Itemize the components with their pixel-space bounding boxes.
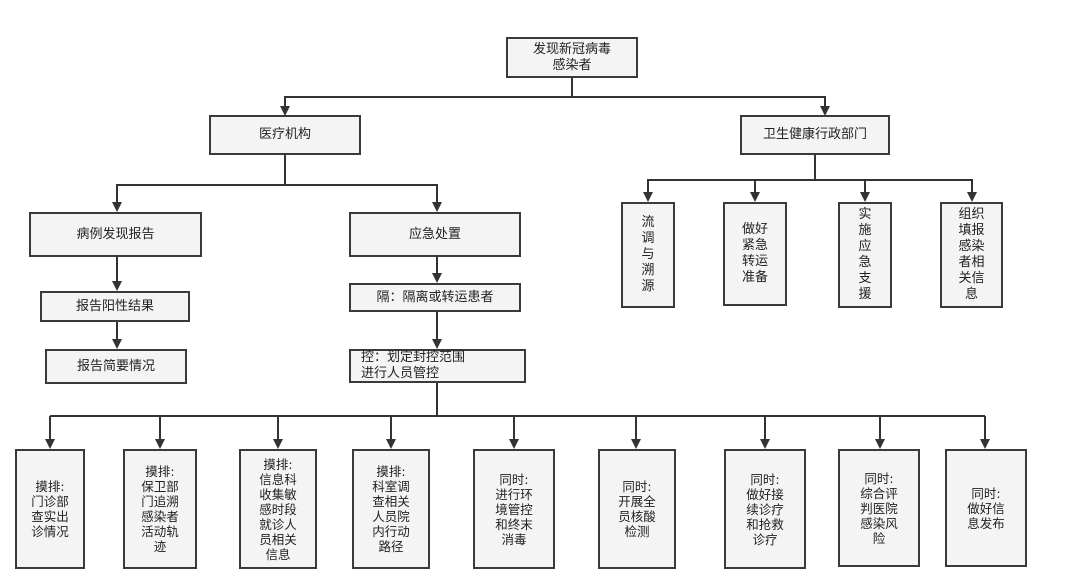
edge-root-medical xyxy=(280,78,573,116)
node-b2: 摸排: 保卫部 门追溯 感染者 活动轨 迹 xyxy=(123,449,197,569)
node-h1: 流 调 与 溯 源 xyxy=(621,202,675,308)
node-emergency: 应急处置 xyxy=(349,212,521,257)
node-b8: 同时: 综合评 判医院 感染风 险 xyxy=(838,449,920,567)
node-control: 控：划定封控范围 进行人员管控 xyxy=(349,349,526,383)
node-b6: 同时: 开展全 员核酸 检测 xyxy=(598,449,676,569)
edge-health-h1 xyxy=(643,155,816,202)
node-b1: 摸排: 门诊部 查实出 诊情况 xyxy=(15,449,85,569)
node-h3: 实 施 应 急 支 援 xyxy=(838,202,892,308)
edge-root-health xyxy=(572,96,830,116)
node-report-discovery: 病例发现报告 xyxy=(29,212,202,257)
node-health: 卫生健康行政部门 xyxy=(740,115,890,155)
node-b5: 同时: 进行环 境管控 和终末 消毒 xyxy=(473,449,555,569)
node-b4: 摸排: 科室调 查相关 人员院 内行动 路径 xyxy=(352,449,430,569)
node-report-summary: 报告简要情况 xyxy=(45,349,187,384)
node-h4: 组织 填报 感染 者相 关信 息 xyxy=(940,202,1003,308)
edge-health-h4 xyxy=(815,179,977,202)
node-h2: 做好 紧急 转运 准备 xyxy=(723,202,787,306)
node-b9: 同时: 做好信 息发布 xyxy=(945,449,1027,567)
edge-medical-emergency xyxy=(285,184,442,212)
node-b7: 同时: 做好接 续诊疗 和抢救 诊疗 xyxy=(724,449,806,569)
node-report-positive: 报告阳性结果 xyxy=(40,291,190,322)
node-root: 发现新冠病毒 感染者 xyxy=(506,37,638,78)
node-b3: 摸排: 信息科 收集敏 感时段 就诊人 员相关 信息 xyxy=(239,449,317,569)
node-medical: 医疗机构 xyxy=(209,115,361,155)
node-isolate: 隔：隔离或转运患者 xyxy=(349,283,521,312)
edge-medical-report xyxy=(112,155,286,212)
